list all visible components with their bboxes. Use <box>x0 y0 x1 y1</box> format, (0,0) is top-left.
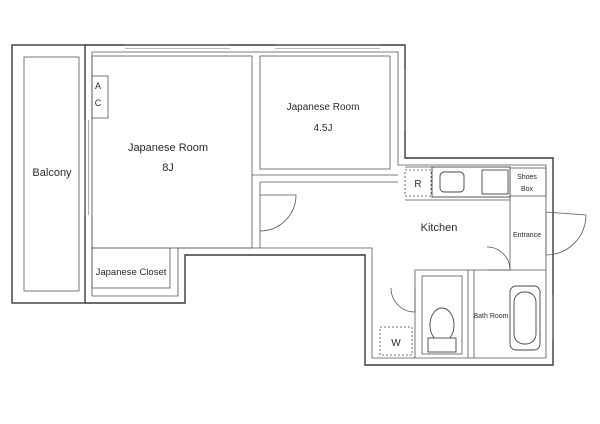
door-room-arc <box>259 194 297 232</box>
toilet-icon <box>421 275 463 355</box>
washer-label: W <box>391 338 401 349</box>
ac-cubby <box>91 75 109 119</box>
entrance-door-arc <box>545 212 587 256</box>
doors <box>259 194 587 313</box>
windows <box>84 44 554 340</box>
refrigerator-label: R <box>414 179 421 190</box>
sink-icon <box>439 171 465 193</box>
ac-label-a: A <box>95 81 101 91</box>
kitchen-label: Kitchen <box>421 222 458 234</box>
shoes-box <box>509 167 547 197</box>
large-room-label: Japanese Room <box>128 142 208 154</box>
room-labels: Balcony A C Japanese Room 8J Japanese Ro… <box>32 81 541 349</box>
ac-label-c: C <box>95 98 102 108</box>
bath-room-label: Bath Room <box>473 313 508 320</box>
bath-door-arc <box>486 246 511 271</box>
small-room-size: 4.5J <box>314 123 333 134</box>
shoes-box-label-2: Box <box>521 186 534 193</box>
kitchen-counter <box>405 166 511 201</box>
stove-icon <box>481 169 509 195</box>
entrance-label: Entrance <box>513 232 541 239</box>
closet-label: Japanese Closet <box>96 267 167 278</box>
large-room-size: 8J <box>162 162 174 174</box>
bathtub-icon <box>509 285 541 351</box>
washer-space <box>379 326 413 356</box>
balcony-label: Balcony <box>32 167 72 179</box>
small-room-label: Japanese Room <box>287 102 360 113</box>
refrigerator-space <box>404 169 432 197</box>
shoes-box-label-1: Shoes <box>517 174 537 181</box>
toilet-door-arc <box>390 287 416 313</box>
